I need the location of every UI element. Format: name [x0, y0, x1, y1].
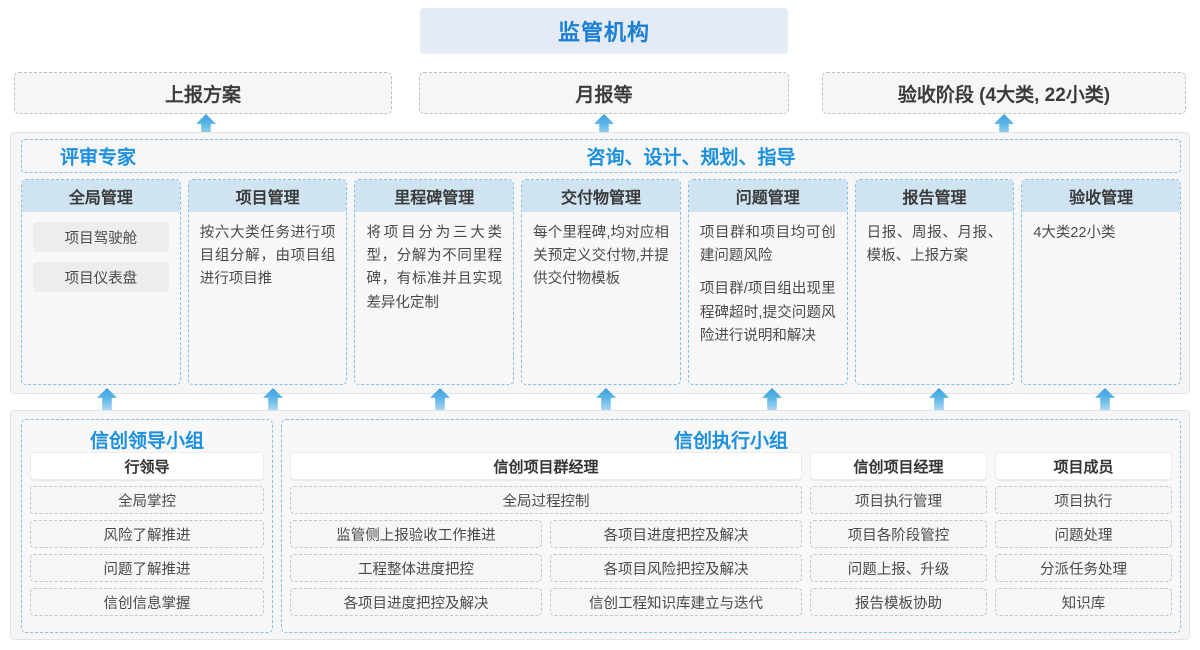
consulting-services-label: 咨询、设计、规划、指导: [586, 147, 796, 169]
task-item[interactable]: 全局掌控: [30, 486, 264, 514]
column-body: 日报、周报、月报、模板、上报方案: [856, 212, 1014, 384]
review-expert-label: 评审专家: [60, 147, 137, 169]
column-body: 每个里程碑,均对应相关预定义交付物,并提供交付物模板: [522, 212, 680, 384]
task-item[interactable]: 项目各阶段管控: [810, 520, 987, 548]
capability-column-report-management[interactable]: 报告管理 日报、周报、月报、模板、上报方案: [854, 179, 1015, 385]
task-item[interactable]: 工程整体进度把控: [290, 554, 542, 582]
capability-column-acceptance-management[interactable]: 验收管理 4大类22小类: [1021, 179, 1182, 385]
role-header-project-manager: 信创项目经理: [810, 452, 987, 480]
regulator-title-label: 监管机构: [557, 20, 650, 45]
report-box-label: 月报等: [575, 84, 633, 106]
column-body: 4大类22小类: [1022, 212, 1180, 384]
task-item[interactable]: 项目执行: [995, 486, 1172, 514]
capability-column-issue-management[interactable]: 问题管理 项目群和项目均可创建问题风险 项目群/项目组出现里程碑超时,提交问题风…: [687, 179, 848, 385]
program-manager-tasks-right: 各项目进度把控及解决 各项目风险把控及解决 信创工程知识库建立与迭代: [550, 520, 802, 616]
task-item[interactable]: 问题上报、升级: [810, 554, 987, 582]
task-item[interactable]: 信创工程知识库建立与迭代: [550, 588, 802, 616]
report-row: 上报方案 月报等 验收阶段 (4大类, 22小类): [0, 72, 1200, 114]
report-box-acceptance-stage: 验收阶段 (4大类, 22小类): [822, 72, 1186, 114]
column-body: 项目驾驶舱 项目仪表盘: [22, 212, 180, 384]
task-item[interactable]: 风险了解推进: [30, 520, 264, 548]
capability-column-deliverable-management[interactable]: 交付物管理 每个里程碑,均对应相关预定义交付物,并提供交付物模板: [521, 179, 681, 385]
capability-column-global-management[interactable]: 全局管理 项目驾驶舱 项目仪表盘: [21, 179, 181, 385]
column-paragraph: 将项目分为三大类型，分解为不同里程碑，有标准并且实现差异化定制: [366, 225, 503, 311]
column-body: 将项目分为三大类型，分解为不同里程碑，有标准并且实现差异化定制: [355, 212, 513, 384]
capability-column-project-management[interactable]: 项目管理 按六大类任务进行项目组分解，由项目组进行项目推: [187, 179, 348, 385]
task-item[interactable]: 各项目风险把控及解决: [550, 554, 802, 582]
capability-pill-dashboard[interactable]: 项目仪表盘: [33, 262, 169, 292]
task-item[interactable]: 监管侧上报验收工作推进: [290, 520, 542, 548]
column-body: 项目群和项目均可创建问题风险 项目群/项目组出现里程碑超时,提交问题风险进行说明…: [689, 212, 847, 384]
task-item[interactable]: 问题处理: [995, 520, 1172, 548]
role-header-project-member: 项目成员: [995, 452, 1172, 480]
task-item[interactable]: 各项目进度把控及解决: [290, 588, 542, 616]
task-item[interactable]: 报告模板协助: [810, 588, 987, 616]
group-execution: 信创执行小组 信创项目群经理 全局过程控制 监管侧上报验收工作推进 工程整体进度…: [281, 419, 1181, 633]
task-item[interactable]: 项目执行管理: [810, 486, 987, 514]
capability-panel: 评审专家 咨询、设计、规划、指导 全局管理 项目驾驶舱 项目仪表盘 项目管理 按…: [10, 132, 1190, 394]
column-header: 问题管理: [688, 180, 847, 212]
report-box-submission-plan: 上报方案: [14, 72, 392, 114]
column-paragraph: 项目群/项目组出现里程碑超时,提交问题风险进行说明和解决: [699, 281, 836, 344]
role-column-project-member: 项目成员 项目执行 问题处理 分派任务处理 知识库: [995, 452, 1172, 616]
group-leadership-title: 信创领导小组: [89, 431, 204, 452]
report-box-label: 上报方案: [164, 84, 241, 106]
task-item[interactable]: 信创信息掌握: [30, 588, 264, 616]
column-header: 交付物管理: [522, 180, 680, 212]
report-box-monthly-report: 月报等: [419, 72, 789, 114]
capability-columns: 全局管理 项目驾驶舱 项目仪表盘 项目管理 按六大类任务进行项目组分解，由项目组…: [21, 179, 1182, 385]
capability-banner: 评审专家 咨询、设计、规划、指导: [21, 139, 1181, 173]
capability-column-milestone-management[interactable]: 里程碑管理 将项目分为三大类型，分解为不同里程碑，有标准并且实现差异化定制: [354, 179, 515, 385]
leadership-role-columns: 行领导 全局掌控 风险了解推进 问题了解推进 信创信息掌握: [22, 452, 272, 616]
column-paragraph: 每个里程碑,均对应相关预定义交付物,并提供交付物模板: [533, 225, 669, 288]
role-column-project-manager: 信创项目经理 项目执行管理 项目各阶段管控 问题上报、升级 报告模板协助: [810, 452, 987, 616]
group-leadership: 信创领导小组 行领导 全局掌控 风险了解推进 问题了解推进 信创信息掌握: [21, 419, 273, 633]
task-item[interactable]: 问题了解推进: [30, 554, 264, 582]
group-execution-title: 信创执行小组: [673, 431, 788, 452]
column-header: 项目管理: [188, 180, 347, 212]
execution-role-columns: 信创项目群经理 全局过程控制 监管侧上报验收工作推进 工程整体进度把控 各项目进…: [282, 452, 1180, 616]
role-column-program-manager: 信创项目群经理 全局过程控制 监管侧上报验收工作推进 工程整体进度把控 各项目进…: [290, 452, 802, 616]
role-column-bank-leader: 行领导 全局掌控 风险了解推进 问题了解推进 信创信息掌握: [30, 452, 264, 616]
program-manager-task-split: 监管侧上报验收工作推进 工程整体进度把控 各项目进度把控及解决 各项目进度把控及…: [290, 520, 802, 616]
role-header-bank-leader: 行领导: [30, 452, 264, 480]
task-item[interactable]: 全局过程控制: [290, 486, 802, 514]
organization-panel: 信创领导小组 行领导 全局掌控 风险了解推进 问题了解推进 信创信息掌握 信创执…: [10, 410, 1190, 640]
capability-pill-cockpit[interactable]: 项目驾驶舱: [33, 222, 169, 252]
role-header-program-manager: 信创项目群经理: [290, 452, 802, 480]
column-paragraph: 按六大类任务进行项目组分解，由项目组进行项目推: [199, 225, 336, 288]
column-header: 全局管理: [22, 180, 180, 212]
task-item[interactable]: 分派任务处理: [995, 554, 1172, 582]
regulator-title-box: 监管机构: [420, 8, 788, 54]
column-paragraph: 项目群和项目均可创建问题风险: [699, 225, 836, 265]
column-header: 里程碑管理: [355, 180, 514, 212]
program-manager-tasks-left: 监管侧上报验收工作推进 工程整体进度把控 各项目进度把控及解决: [290, 520, 542, 616]
column-paragraph: 日报、周报、月报、模板、上报方案: [866, 225, 1003, 265]
column-header: 验收管理: [1022, 180, 1181, 212]
task-item[interactable]: 各项目进度把控及解决: [550, 520, 802, 548]
column-header: 报告管理: [855, 180, 1014, 212]
column-body: 按六大类任务进行项目组分解，由项目组进行项目推: [189, 212, 347, 384]
task-item[interactable]: 知识库: [995, 588, 1172, 616]
report-box-label: 验收阶段 (4大类, 22小类): [897, 84, 1111, 106]
column-paragraph: 4大类22小类: [1033, 225, 1116, 241]
